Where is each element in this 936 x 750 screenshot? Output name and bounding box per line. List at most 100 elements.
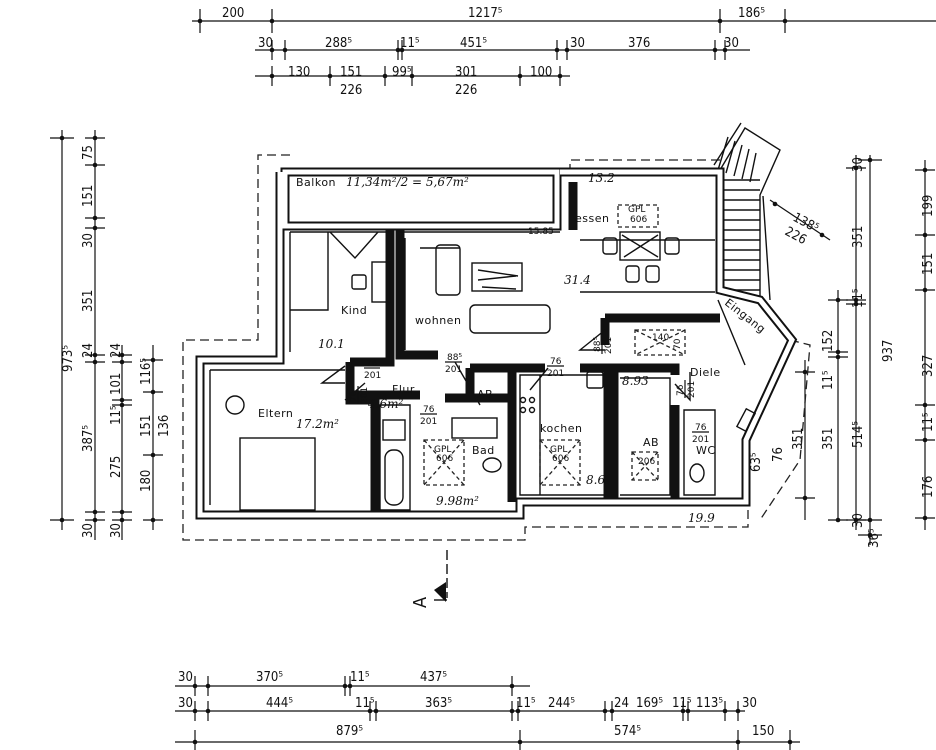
- dim-text: 444⁵: [266, 696, 293, 711]
- dimension-tick: [399, 47, 405, 53]
- section-arrow-icon: [434, 582, 446, 602]
- dimension-tick: [509, 708, 515, 714]
- dimension-tick: [819, 232, 825, 238]
- dimension-tick: [735, 739, 741, 745]
- dimension-tick: [92, 135, 98, 141]
- staircase: [713, 122, 781, 301]
- dimension-tick: [119, 359, 125, 365]
- dim-text: 937: [881, 340, 896, 362]
- dimension-tick: [853, 517, 859, 523]
- dim-text: 30: [81, 523, 96, 538]
- dimension-tick: [802, 369, 808, 375]
- wc-toilet: [689, 463, 705, 483]
- dimension-tick: [367, 708, 373, 714]
- dimension-tick: [269, 47, 275, 53]
- dim-text: 76: [771, 447, 786, 462]
- dimension-tick: [772, 201, 778, 207]
- room-area-flur: 4.6m²: [367, 397, 403, 411]
- dimension-tick: [564, 47, 570, 53]
- dim-text: 370⁵: [256, 670, 283, 685]
- sofa: [469, 304, 551, 334]
- door-swings: [319, 299, 746, 406]
- right-dimensions: 30 351 11⁵ 937 514⁵ 30 36⁵ 152 11⁵ 351 3…: [749, 157, 936, 548]
- dimension-tick: [59, 517, 65, 523]
- dim-text: 130: [288, 65, 310, 80]
- dim-text: 99⁵: [392, 65, 412, 80]
- double-bed: [239, 437, 316, 511]
- dim-text: 200: [222, 6, 244, 21]
- stair-tread: [749, 152, 757, 183]
- door-height: 201: [692, 435, 709, 445]
- dim-text: 75: [81, 145, 96, 160]
- toilet: [482, 457, 502, 473]
- dimension-tick: [342, 683, 348, 689]
- dimension-tick: [92, 517, 98, 523]
- dimension-tick: [722, 47, 728, 53]
- door-width: 76: [695, 423, 707, 433]
- dim-text: 176: [921, 476, 936, 498]
- dim-text: 226: [340, 83, 362, 98]
- dim-text: 11⁵: [355, 696, 375, 711]
- dim-text: 244⁵: [548, 696, 575, 711]
- dimension-tick: [835, 354, 841, 360]
- dim-text: 11⁵: [672, 696, 692, 711]
- dimension-tick: [282, 47, 288, 53]
- room-name-flur: Flur: [392, 383, 415, 396]
- door-height: 201: [445, 365, 462, 375]
- dimension-tick: [269, 18, 275, 24]
- dimension-tick: [922, 402, 928, 408]
- dim-text: 180: [139, 470, 154, 492]
- room-area-diele: 8.93: [622, 374, 649, 388]
- dimension-tick: [922, 232, 928, 238]
- room-name-kind: Kind: [341, 304, 367, 317]
- dimension-tick: [119, 397, 125, 403]
- dim-text: 451⁵: [460, 36, 487, 51]
- gas-size: 606: [552, 454, 569, 464]
- dim-text: 11⁵: [350, 670, 370, 685]
- dim-text: 152: [821, 330, 836, 352]
- washbasin: [382, 419, 406, 441]
- dimension-tick: [517, 739, 523, 745]
- bathtub: [384, 449, 404, 506]
- dimension-tick: [867, 532, 873, 538]
- dim-text: 226: [455, 83, 477, 98]
- dim-text: 63⁵: [749, 452, 764, 472]
- dim-text: 30: [178, 696, 193, 711]
- dim-text: 151: [139, 415, 154, 437]
- dim-text: 169⁵: [636, 696, 663, 711]
- dimension-tick: [409, 73, 415, 79]
- dimension-tick: [205, 683, 211, 689]
- dimension-tick: [867, 157, 873, 163]
- door-height: 201: [604, 337, 614, 354]
- dimension-tick: [835, 297, 841, 303]
- dimension-tick: [602, 708, 608, 714]
- stair-tread: [741, 148, 750, 180]
- room-name-ab: AB: [477, 388, 493, 401]
- dimension-tick: [835, 517, 841, 523]
- dimension-tick: [922, 167, 928, 173]
- dimension-tick: [92, 359, 98, 365]
- dim-text: 1217⁵: [468, 6, 503, 21]
- dimension-tick: [835, 349, 841, 355]
- section-label: A: [410, 597, 431, 608]
- dimension-tick: [853, 165, 859, 171]
- dim-text: 327: [921, 355, 936, 377]
- dimension-tick: [327, 73, 333, 79]
- room-name-wc: WC: [696, 444, 716, 457]
- shafts: [423, 204, 686, 486]
- stove: [519, 396, 536, 414]
- room-name-wohnen: wohnen: [415, 314, 461, 327]
- dim-text: 275: [109, 456, 124, 478]
- door-height: 201: [547, 369, 564, 379]
- dimension-tick: [59, 135, 65, 141]
- room-area-kochen: 8.6: [586, 473, 605, 487]
- dimension-tick: [382, 73, 388, 79]
- dim-text: 30: [109, 523, 124, 538]
- shaft-depth: 70: [673, 338, 683, 350]
- dim-text: 973⁵: [61, 345, 76, 372]
- dining-table: [619, 231, 661, 261]
- dimension-line: [769, 199, 831, 241]
- dim-text: 24: [109, 343, 124, 358]
- dimension-tick: [92, 352, 98, 358]
